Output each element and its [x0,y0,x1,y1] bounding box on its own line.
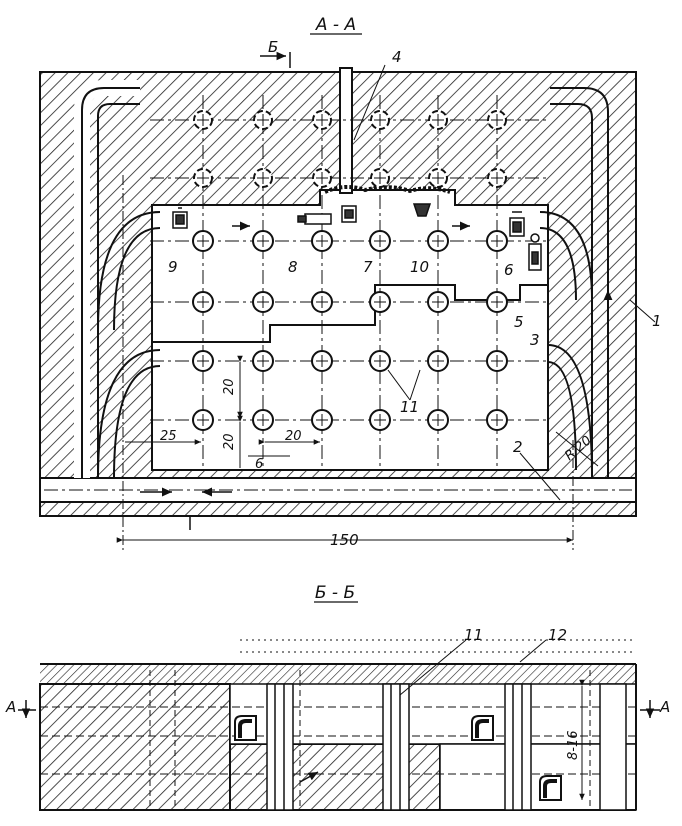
pillar [486,291,508,313]
callout-4: 4 [392,48,402,66]
section-mark-a [18,700,660,718]
chute-arrow [299,771,319,783]
ore-block-left [39,683,231,811]
section-mark-b-label: Б [268,38,278,56]
pillar [427,409,449,431]
dim-20-horizontal: 20 [285,429,302,444]
left-branch-upper [97,211,161,331]
pillar [192,350,214,372]
pillar [193,110,213,130]
right-access-track [550,87,609,478]
pillar [192,409,214,431]
pillar [427,291,449,313]
right-branch-upper [539,211,593,301]
pillar [487,168,507,188]
pillar [370,110,390,130]
pillar-layer [192,110,508,431]
section-mark-a-left: А [5,698,16,716]
ore-raise [339,67,353,194]
pillar [252,409,274,431]
pillar [311,230,333,252]
callout-8: 8 [288,258,298,276]
section-mark-a-right: А [659,698,670,716]
dim-20-vertical-lower: 20 [222,433,237,450]
pillar [369,350,391,372]
pillar [369,409,391,431]
stope-chamber [151,189,549,471]
open-stope [229,683,637,745]
pillar-gridlines [150,95,548,470]
section-title: Б - Б [315,583,355,603]
callout-2: 2 [513,438,523,456]
drill-rig-8-icon [297,213,332,225]
callout-5: 5 [514,313,524,331]
pillar [370,168,390,188]
dim-20-vertical-upper: 20 [222,378,237,395]
dim-150: 150 [330,531,359,549]
callout-7: 7 [363,258,373,276]
pillar [252,350,274,372]
overburden-strip [40,664,636,684]
callout-1: 1 [652,312,662,330]
pillar [486,350,508,372]
jumbo-5-icon [528,233,542,271]
left-branch-lower [97,349,161,479]
pillar [252,230,274,252]
truck-6-icon [509,211,525,237]
callout-11-section: 11 [464,626,483,644]
pillar [487,110,507,130]
pillar [192,230,214,252]
plan-title: А - А [315,15,356,35]
pillar [486,409,508,431]
callout-11: 11 [400,398,419,416]
loader-9-icon [172,207,188,229]
haulage-cars [234,715,562,801]
pillar [193,168,213,188]
pillar [311,291,333,313]
pillar [427,350,449,372]
flow-arrows [140,221,613,497]
loader-7-icon [341,205,357,223]
right-branch-lower [547,344,593,479]
level-lines [40,706,636,775]
pillar [252,291,274,313]
pillar [312,168,332,188]
pillar [427,230,449,252]
pillar [428,168,448,188]
callout-3: 3 [530,331,540,349]
scraper-10-icon [412,203,432,217]
broken-ore-pile [324,185,451,194]
dim-6: 6 [255,457,263,472]
pillar [369,291,391,313]
callout-12: 12 [548,626,567,644]
pillar [311,350,333,372]
callout-9: 9 [168,258,178,276]
pillar [312,110,332,130]
pillar [253,110,273,130]
section-mark-b [189,51,291,530]
pillar [311,409,333,431]
section-view-b-b: Б - Б [5,583,670,811]
pillar [253,168,273,188]
vertical-dashes [149,670,591,810]
section-pillars [266,683,627,811]
pillar [486,230,508,252]
callout-leaders [353,64,656,501]
dim-8-16: 8-16 [566,730,581,760]
backfill-hatching [240,639,636,653]
pillar [369,230,391,252]
drift-wall [39,501,637,517]
pillar [192,291,214,313]
callout-6: 6 [504,261,514,279]
dim-25: 25 [160,429,177,444]
pillar [428,110,448,130]
callout-10: 10 [410,258,429,276]
stope-face-line [152,284,548,343]
dimension-lines [116,355,599,543]
plan-view-a-a: А - А Б 4 9 8 7 10 6 5 3 1 11 2 R 20 20 … [39,15,662,550]
